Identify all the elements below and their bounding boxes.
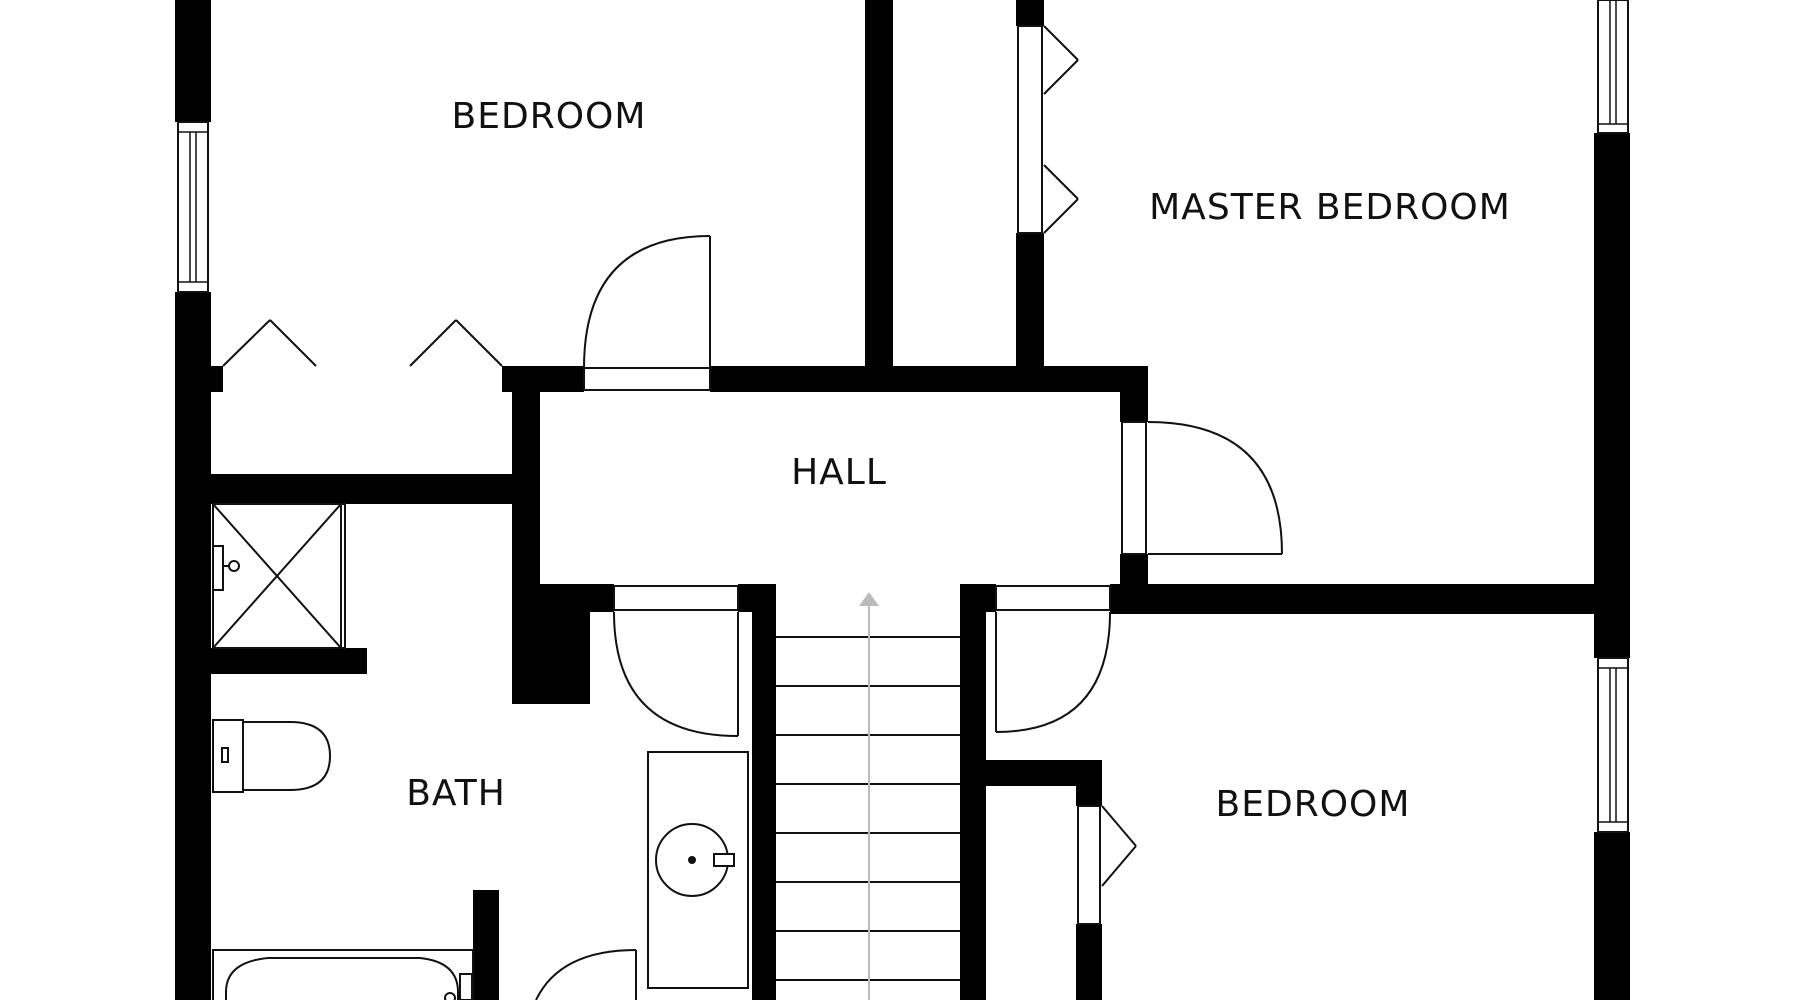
wall-left-exterior-bottom bbox=[175, 292, 211, 1000]
fixtures bbox=[212, 503, 749, 1000]
wall-right-exterior-mid bbox=[1594, 133, 1630, 658]
door-bedroom-closet-bifold bbox=[222, 319, 503, 367]
shower-valve-icon bbox=[212, 545, 224, 591]
walls bbox=[175, 0, 1630, 1000]
wall-bedroom-right bbox=[865, 0, 893, 372]
toilet bbox=[212, 719, 332, 793]
doors bbox=[222, 25, 1283, 1000]
wall-hall-top bbox=[710, 366, 1148, 392]
door-bedroom-bottom bbox=[995, 585, 1111, 733]
wall-master-left-top bbox=[1016, 0, 1044, 26]
wall-closet-stub-left bbox=[175, 366, 223, 392]
room-label-bedroom-top: BEDROOM bbox=[452, 96, 647, 137]
vanity-sink bbox=[647, 751, 749, 989]
door-master-closet-bifold bbox=[1017, 25, 1079, 234]
wall-hall-right-top bbox=[1120, 366, 1148, 422]
wall-shower-bottom bbox=[175, 648, 367, 674]
staircase bbox=[776, 592, 960, 1000]
stair-arrow-icon bbox=[859, 592, 879, 606]
wall-closet2-right-top bbox=[1076, 760, 1102, 806]
room-labels: BEDROOM MASTER BEDROOM HALL BATH BEDROOM bbox=[406, 96, 1511, 825]
shower bbox=[212, 503, 346, 649]
door-bath bbox=[613, 585, 739, 737]
window-left bbox=[177, 121, 209, 293]
wall-closet2-right-bottom bbox=[1076, 924, 1102, 1000]
room-label-master-bedroom: MASTER BEDROOM bbox=[1149, 187, 1511, 228]
door-linen-closet bbox=[535, 949, 637, 1000]
window-right-top bbox=[1597, 0, 1629, 134]
room-label-hall: HALL bbox=[791, 452, 887, 493]
wall-tub-partition bbox=[473, 890, 499, 1000]
wall-master-left-bottom bbox=[1016, 233, 1044, 373]
wall-stair-right bbox=[960, 584, 986, 1000]
room-label-bath: BATH bbox=[406, 773, 506, 814]
wall-stair-left bbox=[752, 584, 776, 1000]
wall-bath-pillar bbox=[512, 584, 590, 704]
door-bedroom-top bbox=[583, 235, 711, 391]
wall-closet-bottom bbox=[175, 474, 515, 504]
window-right-bottom bbox=[1597, 657, 1629, 833]
wall-left-exterior-top bbox=[175, 0, 211, 122]
windows bbox=[177, 0, 1629, 833]
door-master-bedroom bbox=[1121, 421, 1283, 555]
wall-right-exterior-bottom bbox=[1594, 832, 1630, 1000]
door-bedroom-bottom-closet bbox=[1077, 805, 1137, 925]
wall-master-bottom bbox=[1110, 584, 1630, 614]
bathtub bbox=[212, 949, 474, 1000]
room-label-bedroom-bottom: BEDROOM bbox=[1216, 784, 1411, 825]
